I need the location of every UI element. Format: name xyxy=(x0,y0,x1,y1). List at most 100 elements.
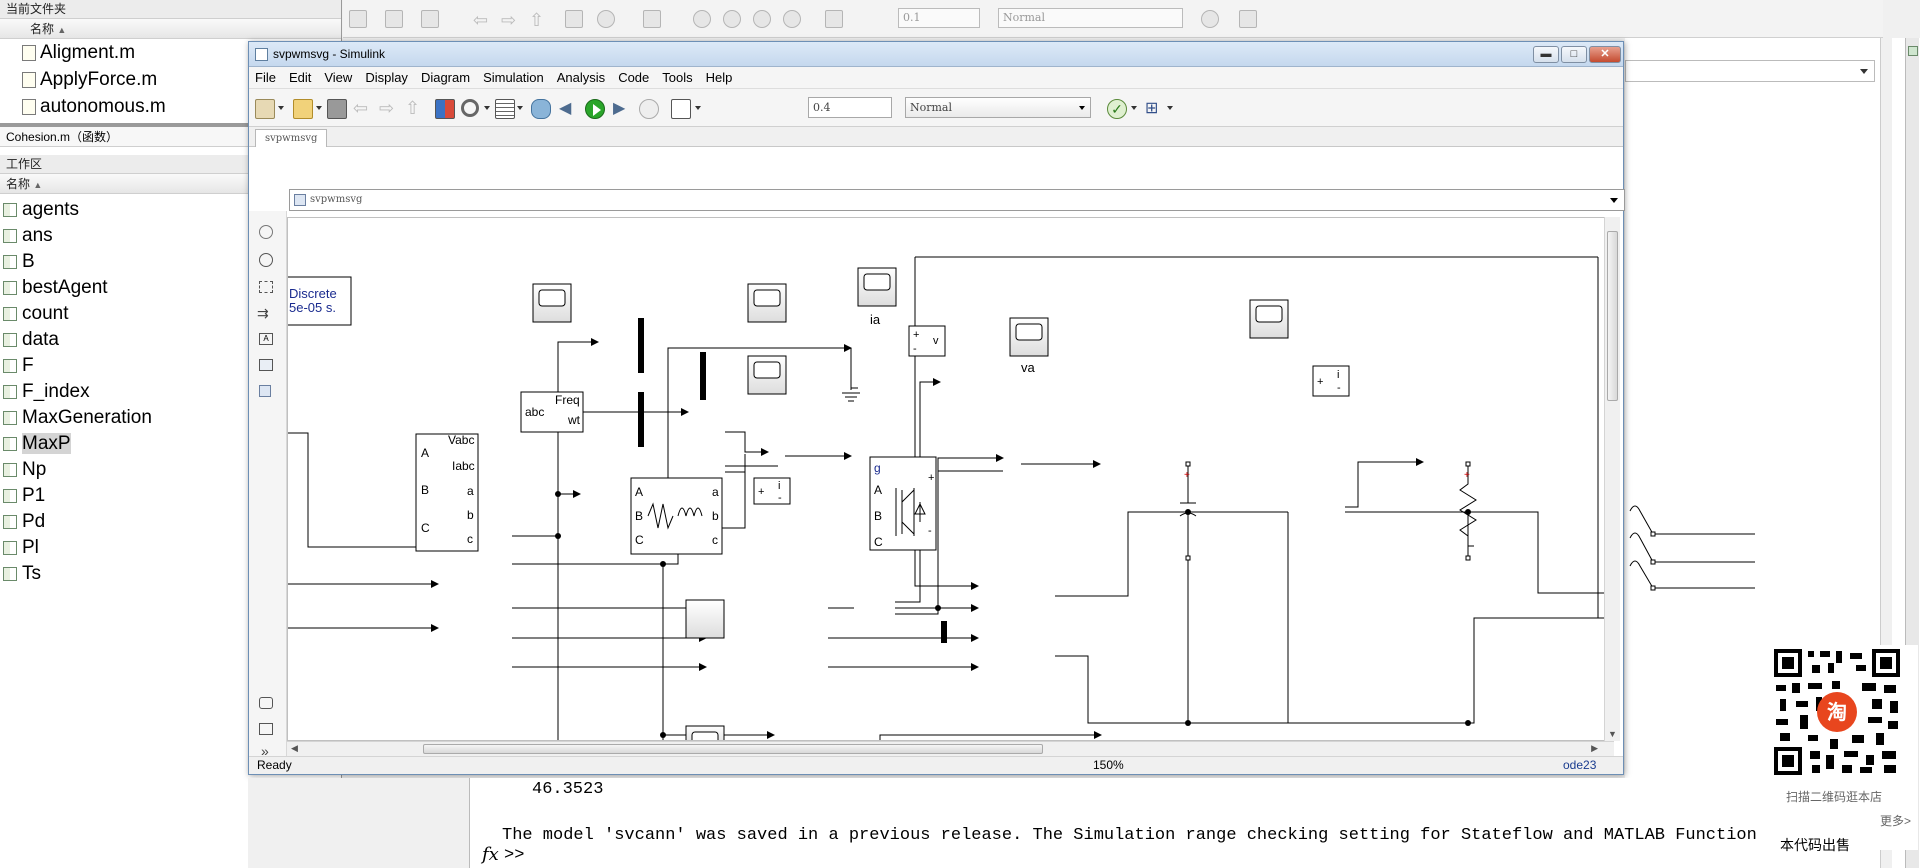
capacitor-block[interactable]: + xyxy=(1179,461,1197,561)
step-forward-icon[interactable]: ▶ xyxy=(613,100,626,117)
workspace-variable-pl[interactable]: Pl xyxy=(0,535,341,561)
scope-block[interactable] xyxy=(857,267,897,307)
scope-block[interactable] xyxy=(747,355,787,395)
scope-block[interactable] xyxy=(1009,317,1049,357)
model-canvas[interactable]: Discrete 5e-05 s. ia va xyxy=(287,217,1618,741)
dc-current-measurement-block[interactable]: + i - xyxy=(1312,365,1350,397)
right-combo[interactable] xyxy=(1625,60,1875,82)
resistor-block[interactable]: + xyxy=(1459,461,1477,561)
back-icon[interactable]: ⇦ xyxy=(473,10,489,30)
menu-diagram[interactable]: Diagram xyxy=(420,70,471,85)
file-item[interactable]: autonomous.m xyxy=(0,93,341,120)
three-phase-rl-branch[interactable]: A B C a b c xyxy=(630,477,723,555)
screenshot-icon[interactable] xyxy=(259,697,273,709)
chevron-down-icon[interactable] xyxy=(695,106,701,110)
workspace-variable-agents[interactable]: agents xyxy=(0,197,341,223)
scope-block[interactable] xyxy=(747,283,787,323)
menu-simulation[interactable]: Simulation xyxy=(483,70,544,85)
powergui-block[interactable]: Discrete 5e-05 s. xyxy=(288,276,352,326)
three-phase-vi-measurement[interactable]: A B C Vabc Iabc a b c xyxy=(415,433,479,552)
arrow-right-icon[interactable]: ⇉ xyxy=(257,305,269,321)
zoom-icon[interactable] xyxy=(259,253,273,267)
files-column-header[interactable]: 名称 ▲ xyxy=(0,19,341,39)
signal-routing-icon[interactable] xyxy=(531,99,551,119)
expand-icon[interactable]: » xyxy=(261,743,269,759)
chevron-down-icon[interactable] xyxy=(484,106,490,110)
stop-button[interactable] xyxy=(639,99,659,119)
workspace-variable-p1[interactable]: P1 xyxy=(0,483,341,509)
simulink-titlebar[interactable]: svpwmsvg - Simulink ▬ □ ✕ xyxy=(249,42,1623,67)
menu-analysis[interactable]: Analysis xyxy=(556,70,606,85)
command-prompt[interactable]: >> xyxy=(504,846,525,865)
vertical-scroll-thumb[interactable] xyxy=(1607,231,1618,401)
scope-block[interactable] xyxy=(532,283,572,323)
workspace-variable-bestagent[interactable]: bestAgent xyxy=(0,275,341,301)
check-icon[interactable] xyxy=(1201,10,1219,28)
mux-block[interactable] xyxy=(700,352,706,400)
data-icon[interactable] xyxy=(643,10,661,28)
vertical-scrollbar[interactable]: ▼ xyxy=(1604,217,1620,741)
workspace-variable-pd[interactable]: Pd xyxy=(0,509,341,535)
library-browser-icon[interactable] xyxy=(435,99,455,119)
table-icon[interactable] xyxy=(259,723,273,735)
scope-viewer-icon[interactable] xyxy=(671,99,691,119)
chevron-down-icon[interactable] xyxy=(1610,198,1618,203)
save-icon[interactable] xyxy=(421,10,439,28)
up-arrow-icon[interactable]: ⇧ xyxy=(405,98,421,118)
qr-code-image[interactable]: 淘 xyxy=(1772,647,1902,777)
scroll-down-icon[interactable]: ▼ xyxy=(1608,729,1617,739)
horizontal-scrollbar[interactable]: ◀ ▶ xyxy=(287,741,1614,756)
workspace-variable-count[interactable]: count xyxy=(0,301,341,327)
chevron-down-icon[interactable] xyxy=(517,106,523,110)
run-icon[interactable] xyxy=(723,10,741,28)
model-breadcrumb[interactable]: svpwmsvg xyxy=(289,189,1625,211)
more-link[interactable]: 更多> xyxy=(1880,814,1912,828)
menu-edit[interactable]: Edit xyxy=(288,70,312,85)
mux-block[interactable] xyxy=(638,392,644,447)
menu-help[interactable]: Help xyxy=(705,70,733,85)
menu-view[interactable]: View xyxy=(324,70,353,85)
run-button[interactable] xyxy=(585,99,605,119)
menu-code[interactable]: Code xyxy=(618,70,650,85)
open-folder-icon[interactable] xyxy=(293,99,313,119)
maximize-button[interactable]: □ xyxy=(1561,46,1587,63)
menu-display[interactable]: Display xyxy=(365,70,408,85)
step-forward-icon[interactable] xyxy=(753,10,771,28)
igbt-converter-block[interactable]: g A B C + - xyxy=(869,456,937,551)
minimize-button[interactable]: ▬ xyxy=(1533,46,1559,63)
workspace-variable-ans[interactable]: ans xyxy=(0,223,341,249)
grid-icon[interactable] xyxy=(1239,10,1257,28)
mux-block[interactable] xyxy=(638,318,644,373)
workspace-variable-data[interactable]: data xyxy=(0,327,341,353)
status-solver[interactable]: ode23 xyxy=(1563,758,1597,772)
model-config-gear-icon[interactable] xyxy=(461,99,479,117)
scroll-right-icon[interactable]: ▶ xyxy=(1591,743,1598,753)
new-model-icon[interactable] xyxy=(255,99,275,119)
explorer-icon[interactable] xyxy=(565,10,583,28)
fit-view-icon[interactable] xyxy=(259,281,273,293)
bg-stop-time-field[interactable]: 0.1 xyxy=(898,8,980,28)
settings-icon[interactable] xyxy=(597,10,615,28)
hide-explorer-icon[interactable] xyxy=(259,225,273,239)
forward-icon[interactable]: ⇨ xyxy=(501,10,517,30)
stop-time-input[interactable]: 0.4 xyxy=(808,97,892,118)
scope-block-bottom[interactable] xyxy=(685,725,725,741)
model-advisor-check-icon[interactable]: ✓ xyxy=(1107,99,1127,119)
fx-icon[interactable]: fx xyxy=(482,844,499,865)
workspace-variable-f[interactable]: F xyxy=(0,353,341,379)
file-item[interactable]: Aligment.m xyxy=(0,39,341,66)
workspace-variable-f-index[interactable]: F_index xyxy=(0,379,341,405)
mux-block[interactable] xyxy=(941,621,947,643)
build-grid-icon[interactable]: ⊞ xyxy=(1145,100,1159,117)
simulation-mode-select[interactable]: Normal xyxy=(905,97,1091,118)
library-icon[interactable] xyxy=(349,10,367,28)
scope-icon[interactable] xyxy=(825,10,843,28)
workspace-variable-ts[interactable]: Ts xyxy=(0,561,341,587)
up-icon[interactable]: ⇧ xyxy=(529,10,545,30)
workspace-variable-maxgeneration[interactable]: MaxGeneration xyxy=(0,405,341,431)
chevron-down-icon[interactable] xyxy=(316,106,322,110)
save-icon[interactable] xyxy=(327,99,347,119)
horizontal-scroll-thumb[interactable] xyxy=(423,744,1043,754)
menu-file[interactable]: File xyxy=(255,70,276,85)
scroll-left-icon[interactable]: ◀ xyxy=(291,743,298,753)
